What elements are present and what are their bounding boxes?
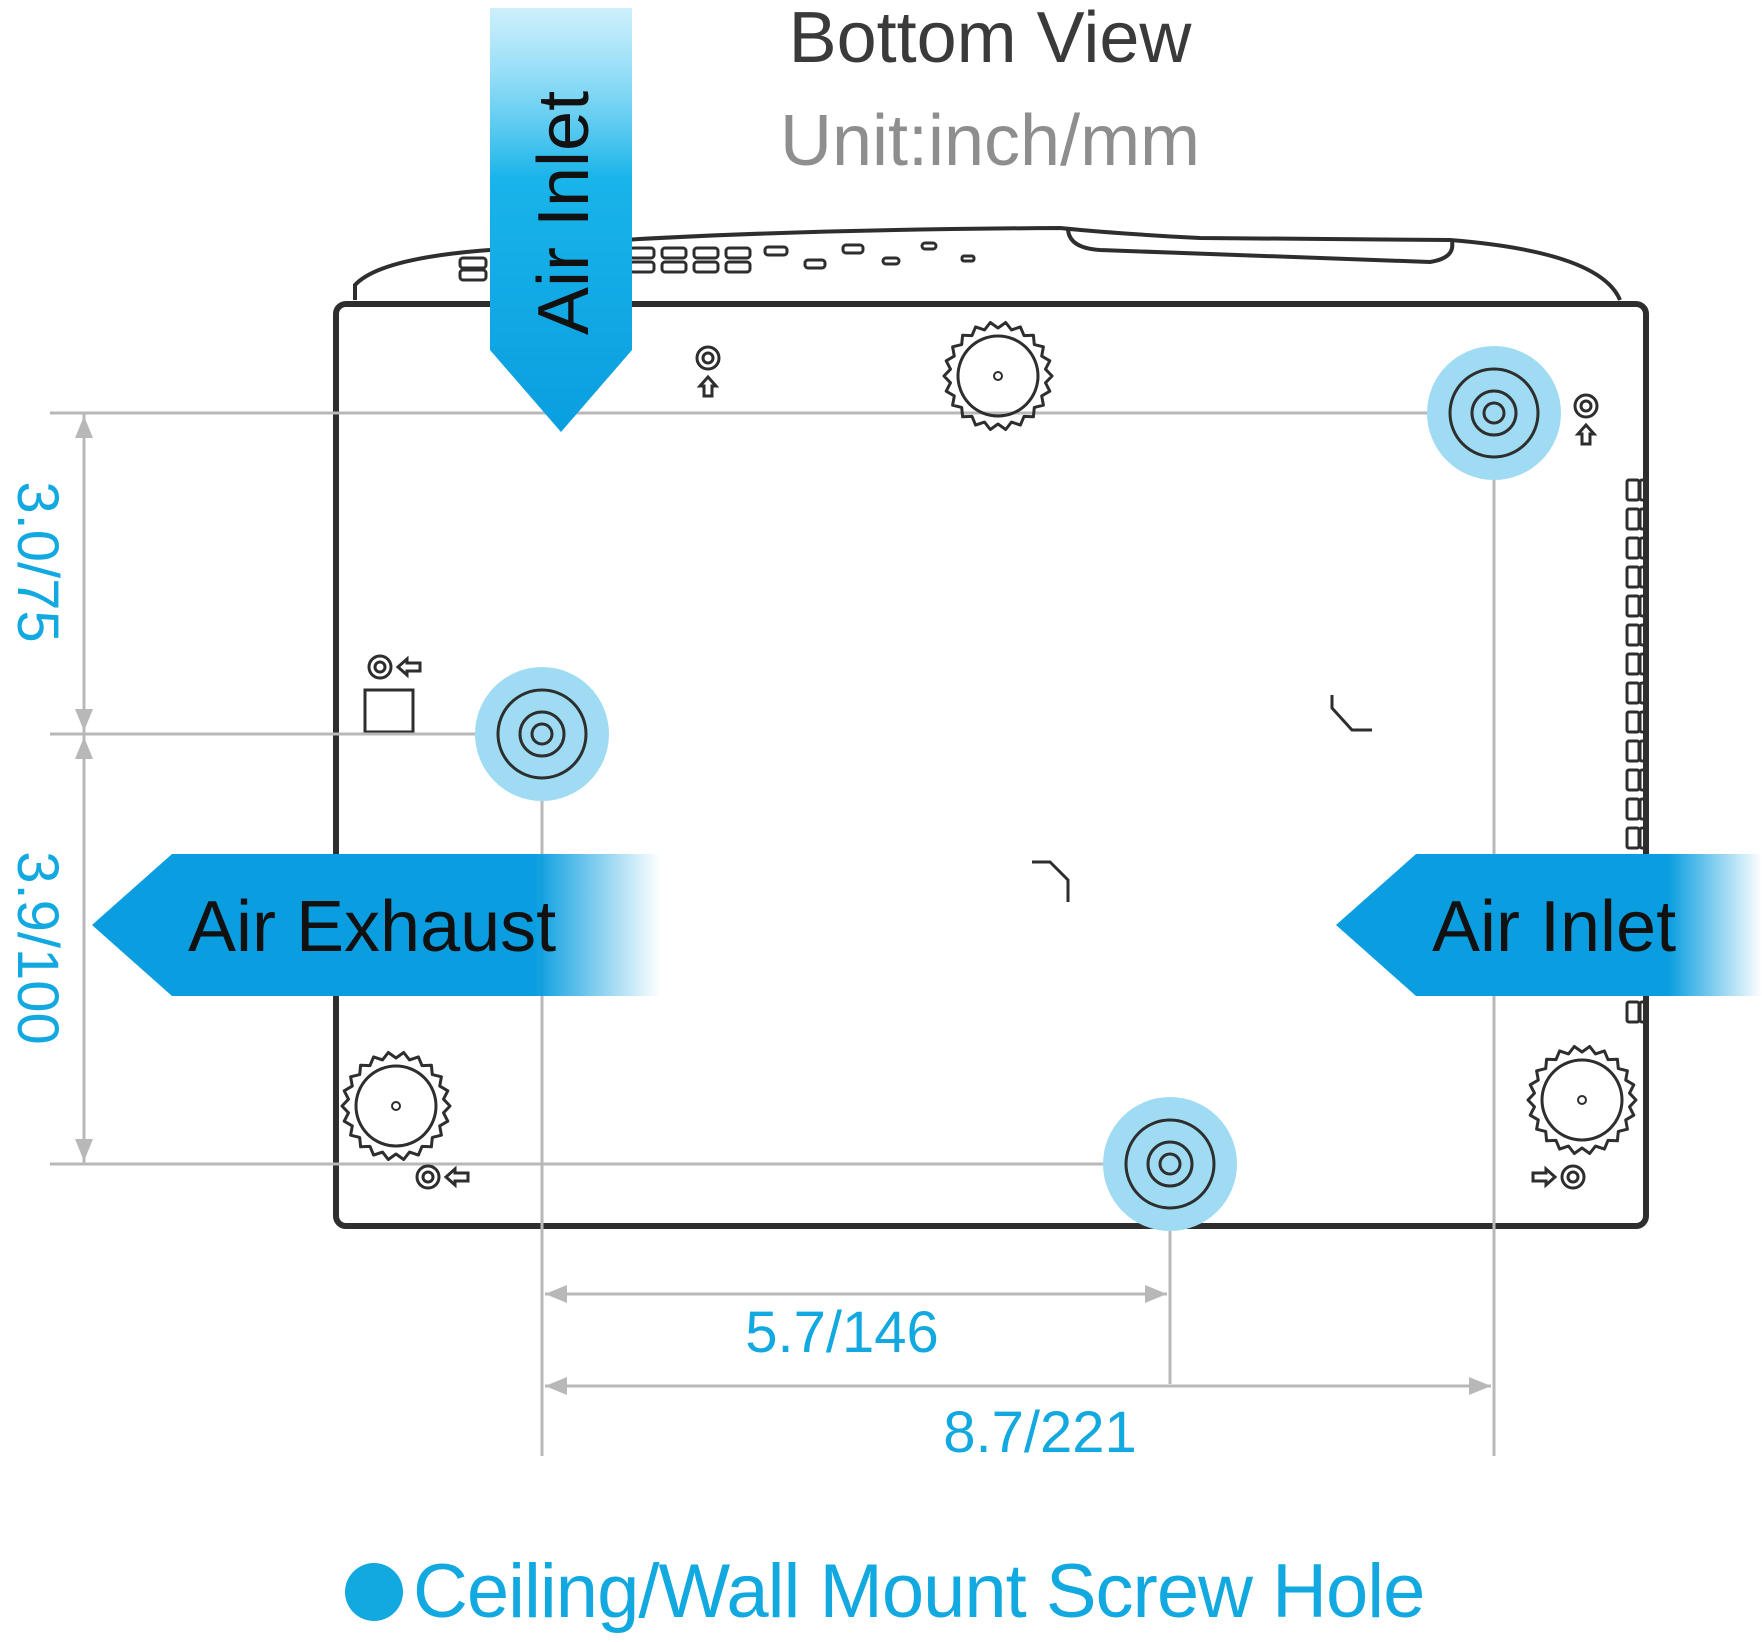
dimension-arrowheads — [75, 416, 1491, 1395]
top-air-inlet-arrow: Air Inlet — [490, 8, 632, 432]
vent-slot — [1625, 739, 1641, 763]
legend: Ceiling/Wall Mount Screw Hole — [345, 1548, 1425, 1635]
vent-slot — [1638, 478, 1648, 502]
vent-slot — [1625, 1000, 1641, 1024]
right-air-inlet-arrow: Air Inlet — [1336, 854, 1762, 996]
air-exhaust-arrow: Air Exhaust — [92, 854, 660, 996]
vent-slot — [1625, 507, 1641, 531]
small-screw-hole-left — [367, 654, 422, 680]
vent-slot — [1625, 594, 1641, 618]
right-air-inlet-label: Air Inlet — [1432, 887, 1676, 967]
body-detail-mark — [1330, 695, 1372, 732]
top-air-inlet-label: Air Inlet — [524, 91, 604, 335]
foot-gear-icon — [1526, 1045, 1638, 1155]
foot-gear-icon — [340, 1051, 452, 1161]
dim-horizontal-long: 8.7/221 — [943, 1400, 1137, 1465]
vent-slot — [1638, 826, 1648, 850]
vent-slot — [1638, 1000, 1648, 1024]
vent-slot — [1625, 681, 1641, 705]
vent-slot — [1638, 652, 1648, 676]
dim-horizontal-short: 5.7/146 — [745, 1300, 939, 1365]
vent-slot — [1638, 623, 1648, 647]
air-exhaust-label: Air Exhaust — [188, 887, 556, 967]
vent-slot — [1638, 507, 1648, 531]
vent-slot — [1625, 565, 1641, 589]
unit-label: Unit:inch/mm — [780, 101, 1200, 181]
vent-slot — [1638, 797, 1648, 821]
mount-screw-hole — [475, 667, 609, 801]
small-screw-hole-right — [1573, 393, 1599, 446]
connector-port — [363, 688, 415, 734]
dimension-lines — [50, 411, 1496, 1456]
small-screw-hole-bottom-left — [415, 1164, 470, 1190]
small-screw-hole-bottom-right — [1531, 1164, 1586, 1190]
small-screw-hole-top — [695, 345, 721, 398]
legend-dot-icon — [345, 1562, 403, 1621]
view-title: Bottom View — [789, 0, 1193, 78]
dim-vertical-upper: 3.0/75 — [5, 481, 70, 642]
foot-gear-icon — [942, 321, 1054, 431]
vent-slot — [1638, 739, 1648, 763]
vent-slot — [1625, 797, 1641, 821]
vent-slot — [1638, 768, 1648, 792]
dim-vertical-lower: 3.9/100 — [5, 851, 70, 1045]
vent-slot — [1625, 768, 1641, 792]
mount-screw-hole — [1103, 1097, 1237, 1231]
vent-slot — [1638, 681, 1648, 705]
body-detail-mark — [1032, 860, 1070, 902]
adjustable-feet — [340, 321, 1638, 1161]
lens-housing — [353, 225, 1622, 301]
vent-slot — [1638, 536, 1648, 560]
mount-screw-hole — [1427, 346, 1561, 480]
vent-slot — [1625, 478, 1641, 502]
vent-slot — [1625, 652, 1641, 676]
legend-label: Ceiling/Wall Mount Screw Hole — [413, 1549, 1425, 1634]
vent-slot — [1625, 536, 1641, 560]
vent-slot — [1638, 594, 1648, 618]
lens-vents — [458, 241, 976, 282]
vent-slot — [1625, 623, 1641, 647]
vent-slot — [1638, 710, 1648, 734]
projector-body — [333, 301, 1649, 1229]
vent-slot — [1625, 826, 1641, 850]
vent-slot — [1625, 710, 1641, 734]
vent-slot — [1638, 565, 1648, 589]
